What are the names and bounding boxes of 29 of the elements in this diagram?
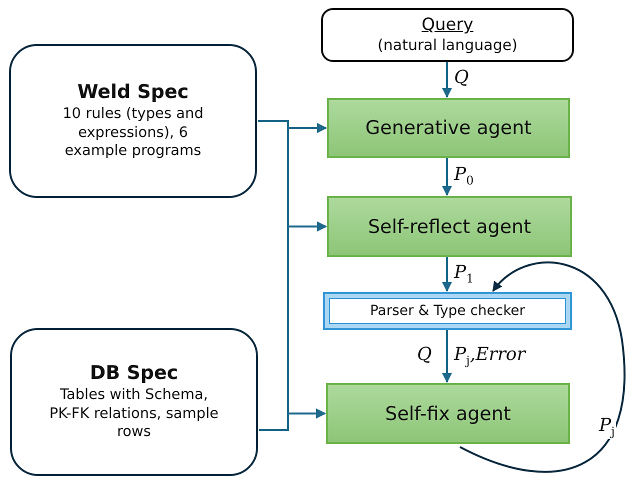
checker-box	[323, 292, 572, 330]
edge-label: P$_{1}$	[453, 262, 475, 286]
node-label: Self-reflect agent	[368, 216, 532, 238]
node-label: Self-fix agent	[385, 402, 511, 424]
node-description: Tables with Schema, PK-FK relations, sample rows	[48, 386, 220, 442]
arrow	[259, 408, 326, 431]
edge-label: P$_{0}$	[453, 165, 475, 188]
edge-label: P$_{j}$,Error	[453, 344, 526, 368]
node-description: (natural language)	[378, 36, 518, 54]
edge-label: Q	[453, 68, 470, 88]
arrow	[460, 262, 626, 473]
arrow	[442, 257, 452, 292]
agent-box	[327, 196, 572, 257]
spec-card	[10, 328, 258, 476]
node-label: Parser & Type checker	[370, 303, 526, 319]
variable-label: Q	[416, 345, 433, 365]
edge-label: P$_{j}$	[598, 416, 616, 439]
arrow	[442, 330, 452, 383]
spec-card	[9, 44, 257, 198]
node-heading: Query	[422, 16, 474, 36]
node-label: Generative agent	[365, 117, 532, 139]
arrow	[442, 158, 452, 196]
node-description: 10 rules (types and expressions), 6 example programs	[62, 104, 204, 162]
arrow	[442, 62, 452, 98]
query-box	[321, 8, 574, 62]
node-heading: Weld Spec	[77, 80, 189, 103]
agent-box	[326, 383, 570, 444]
node-heading: DB Spec	[90, 362, 178, 384]
agent-box	[327, 98, 570, 158]
